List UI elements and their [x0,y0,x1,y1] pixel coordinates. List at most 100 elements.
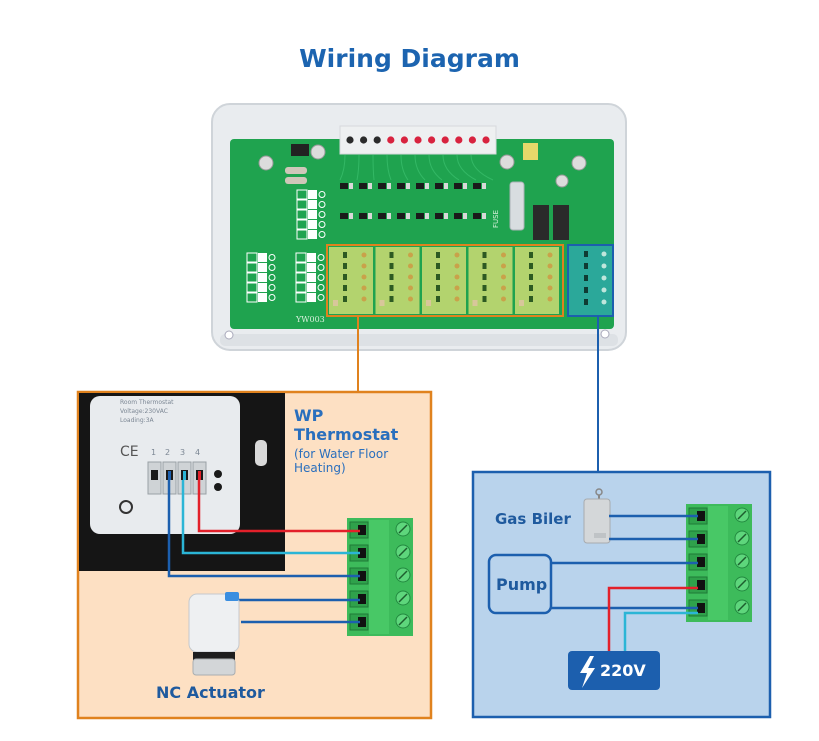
silkscreen-pad [296,199,308,210]
terminal-slot [436,285,440,291]
smd-resistor [482,213,486,219]
terminal-screw [501,274,506,280]
led-indicator [428,136,436,144]
led-indicator [441,136,449,144]
screw-slot [737,556,747,566]
terminal-screw [547,263,553,269]
via-pad [317,274,325,281]
silkscreen-pad [295,252,307,263]
terminal-slot [358,617,366,627]
terminal-slot [529,263,533,269]
silkscreen-pad [296,219,308,230]
terminal-screw [214,483,222,491]
relay [533,205,549,240]
solder-pad [308,220,317,229]
transistor [416,213,424,219]
transistor [435,213,443,219]
terminal-slot [389,296,394,302]
ce-mark-icon: CE [120,444,139,460]
thermostat-title-line2: Thermostat [294,425,399,444]
screw-slot [398,547,408,557]
smd-resistor [444,183,448,189]
input-terminal-silkscreen [246,189,326,303]
terminal-slot [482,263,487,269]
solder-pad [258,273,267,282]
capacitor [555,174,569,188]
output-panel-terminal-block [686,504,752,622]
mount-hole [224,330,234,340]
via-pad [317,294,325,301]
silkscreen-pad [296,229,308,240]
terminal-slot [436,263,440,269]
pcb-trace [356,154,360,181]
terminal-slot [529,252,533,258]
pump-box [487,553,553,615]
power-label: 220V [600,661,646,680]
smd-resistor [463,213,467,219]
terminal-slot [529,274,533,280]
terminal-slot [697,557,705,567]
terminal-slot [358,571,366,581]
solder-pad [307,273,316,282]
pcb-trace [372,154,375,181]
fuse-holder [509,181,525,231]
screw-slot [737,602,747,612]
terminal-number-4: 4 [195,448,201,457]
terminal-slot [389,252,394,258]
terminal-screw [547,296,553,302]
terminal-screw [454,285,460,291]
terminal-screw [547,252,553,258]
terminal-screw [601,275,607,281]
zone-led [333,300,338,306]
wire-power-live [607,586,698,651]
transistor [416,183,424,189]
terminal-wire-end [153,471,156,480]
transistor [397,183,405,189]
via-pad [317,264,325,271]
screw-slot [398,593,408,603]
solder-pad [308,230,317,239]
nc-actuator-label: NC Actuator [156,683,265,702]
zone-led [379,300,385,306]
terminal-slot [436,274,440,280]
led-indicator [455,136,463,144]
pcb-trace [400,154,409,181]
smd-resistor [444,213,448,219]
controller-box: FUSE YW003 [211,103,627,351]
ic-chip [291,144,309,156]
terminal-number-3: 3 [180,448,186,457]
via-pad [268,254,276,261]
terminal-screw [408,274,413,280]
smd-resistor [387,183,391,189]
solder-pad [307,293,316,302]
screw-slot [737,510,747,520]
terminal-slot [343,274,347,280]
terminal-slot [358,548,366,558]
via-pad [318,231,326,238]
led-row [346,136,490,144]
screw-slot [398,570,408,580]
smd-resistor [425,183,429,189]
solder-pad [308,190,317,199]
pcb-trace [470,154,494,181]
terminal-number-2: 2 [165,448,171,457]
terminal-slot [697,534,705,544]
led-indicator [400,136,408,144]
smd-resistor [482,183,486,189]
thermostat-subtitle: (for Water Floor Heating) [294,447,388,475]
zone-led [426,300,431,306]
terminal-screw [214,470,222,478]
solder-pad [307,253,316,262]
terminal-slot [343,252,347,258]
thermostat-title: WP Thermostat [294,406,398,444]
terminal-screw [361,263,367,269]
pcb-trace [428,154,443,181]
smd-resistor [425,213,429,219]
zone-terminals-highlight [326,244,564,317]
terminal-screw [454,296,460,302]
led-indicator [482,136,490,144]
terminal-screw [408,285,413,291]
terminal-screw [361,285,367,291]
solder-pad [307,263,316,272]
terminal-screw [501,285,506,291]
